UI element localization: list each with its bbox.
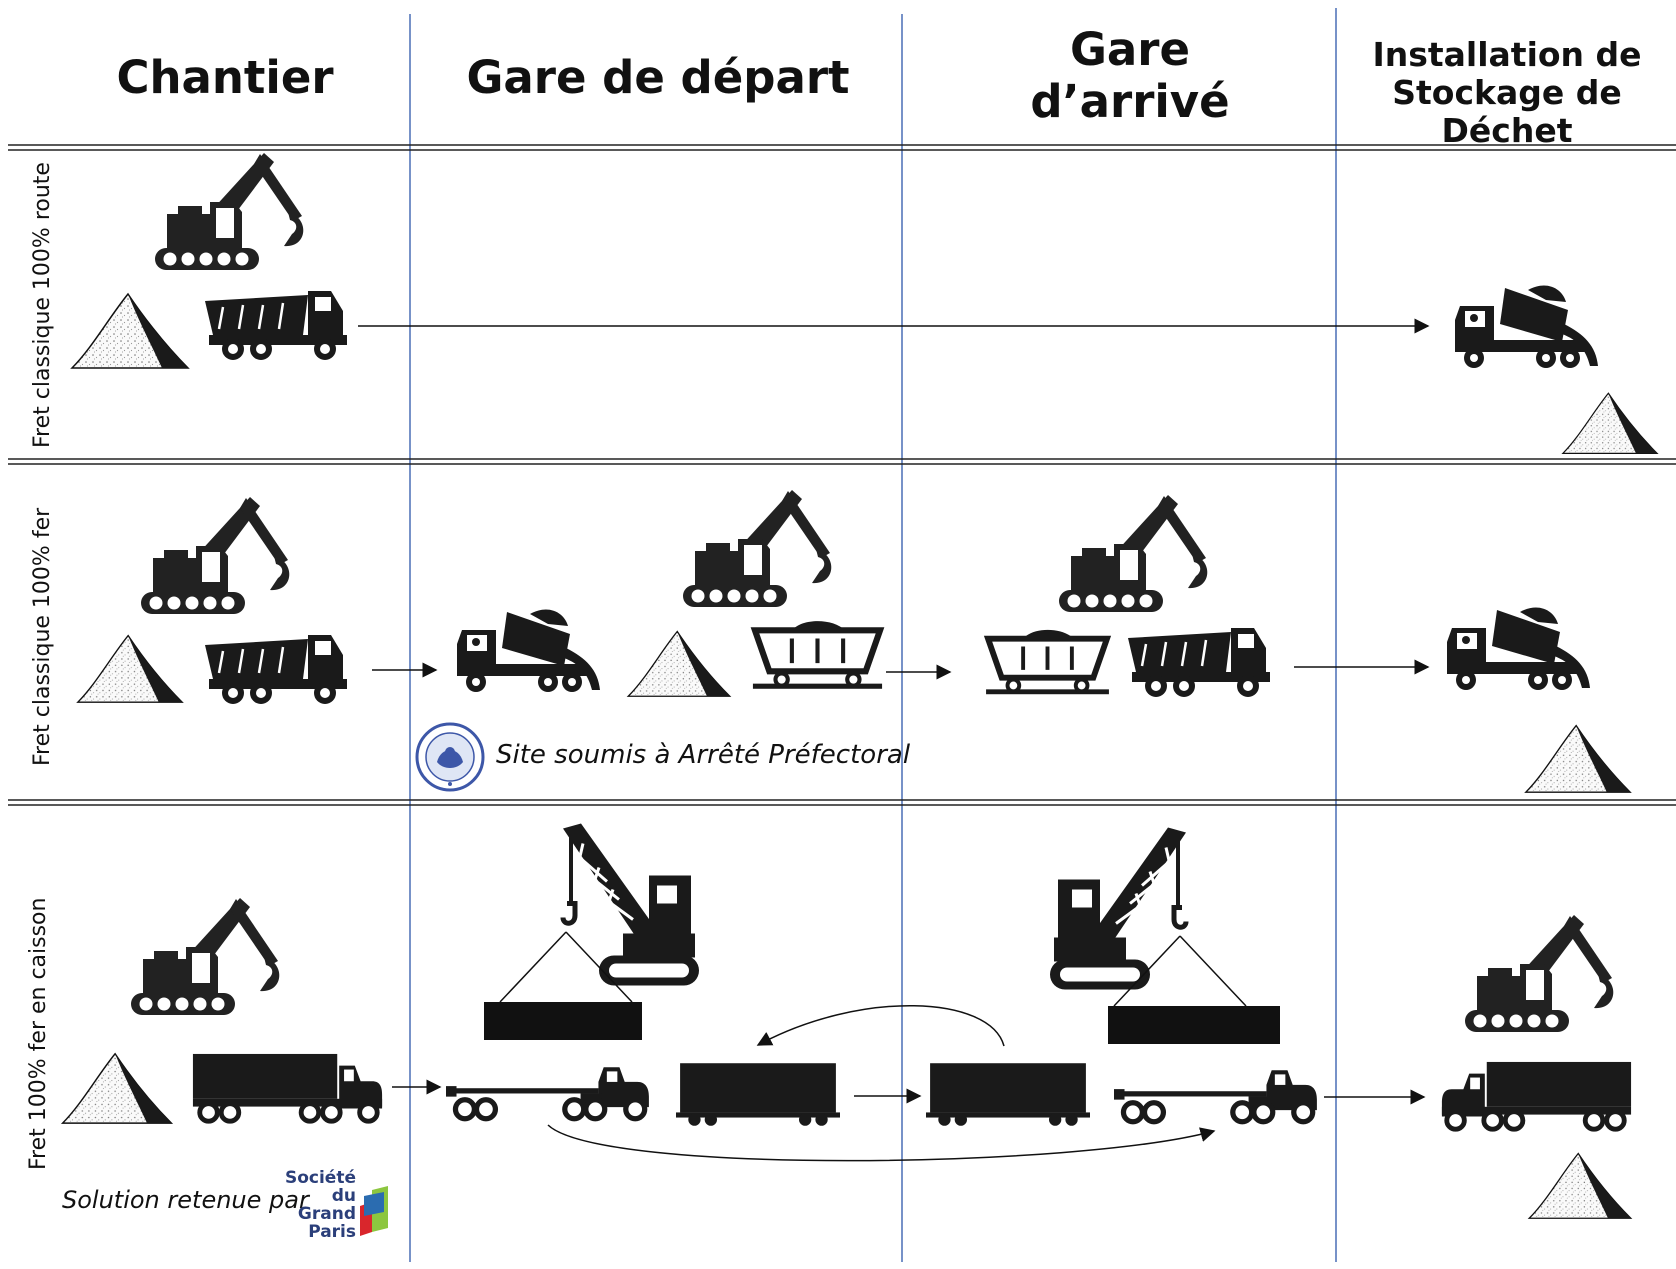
grid-lines <box>8 8 1676 1262</box>
container-wagon-icon <box>926 1063 1090 1126</box>
row-label-container: Fret 100% fer en caisson <box>26 897 51 1170</box>
container-wagon-icon <box>676 1063 840 1126</box>
dump-truck-icon <box>1126 626 1272 699</box>
column-header-chantier: Chantier <box>116 51 334 104</box>
flatbed-truck-icon <box>1114 1070 1317 1122</box>
hopper-wagon-icon <box>753 621 882 689</box>
debris-pile-icon <box>1525 724 1631 793</box>
debris-pile-icon <box>61 1052 173 1124</box>
prefecture-note: Site soumis à Arrêté Préfectoral <box>496 740 911 770</box>
column-header-installation-stockage: Installation de Stockage de Déchet <box>1372 35 1642 150</box>
societe-grand-paris-logo-icon <box>360 1186 388 1236</box>
excavator-icon <box>155 153 304 270</box>
column-header-gare-depart: Gare de départ <box>466 51 850 104</box>
societe-grand-paris-logo-text: Société du Grand Paris <box>284 1168 356 1242</box>
excavator-icon <box>131 898 280 1015</box>
row-rail <box>77 490 1631 793</box>
excavator-icon <box>1465 915 1614 1032</box>
debris-pile-icon <box>627 630 731 697</box>
crane-sling <box>1113 935 1247 1007</box>
column-header-gare-arrive: Gare d’arrivé <box>1030 23 1230 128</box>
row-container <box>61 824 1632 1236</box>
debris-pile-icon <box>1528 1152 1632 1219</box>
excavator-icon <box>141 497 290 614</box>
crane-sling <box>499 931 633 1003</box>
row-label-route: Fret classique 100% route <box>30 162 55 448</box>
row-route <box>71 153 1658 455</box>
container-box-icon <box>484 1002 642 1040</box>
box-truck-icon <box>1442 1062 1631 1129</box>
crawler-crane-icon <box>563 824 699 986</box>
prefecture-seal-icon <box>415 722 485 792</box>
dump-truck-icon <box>203 633 349 706</box>
crawler-crane-icon <box>1050 828 1186 990</box>
return-arrow <box>756 1005 1005 1047</box>
flatbed-truck-icon <box>446 1067 649 1119</box>
solution-note: Solution retenue par <box>62 1186 309 1214</box>
debris-pile-icon <box>1562 392 1658 455</box>
excavator-icon <box>683 490 832 607</box>
excavator-icon <box>1059 495 1208 612</box>
row-label-rail: Fret classique 100% fer <box>30 507 55 766</box>
tipping-truck-icon <box>1455 285 1598 368</box>
dump-truck-icon <box>203 289 349 362</box>
tipping-truck-icon <box>1447 607 1590 690</box>
container-box-icon <box>1108 1006 1280 1044</box>
box-truck-icon <box>193 1054 382 1121</box>
debris-pile-icon <box>77 634 183 703</box>
debris-pile-icon <box>71 293 189 369</box>
hopper-wagon-icon <box>986 630 1109 694</box>
return-arrow <box>547 1124 1216 1162</box>
tipping-truck-icon <box>457 609 600 692</box>
